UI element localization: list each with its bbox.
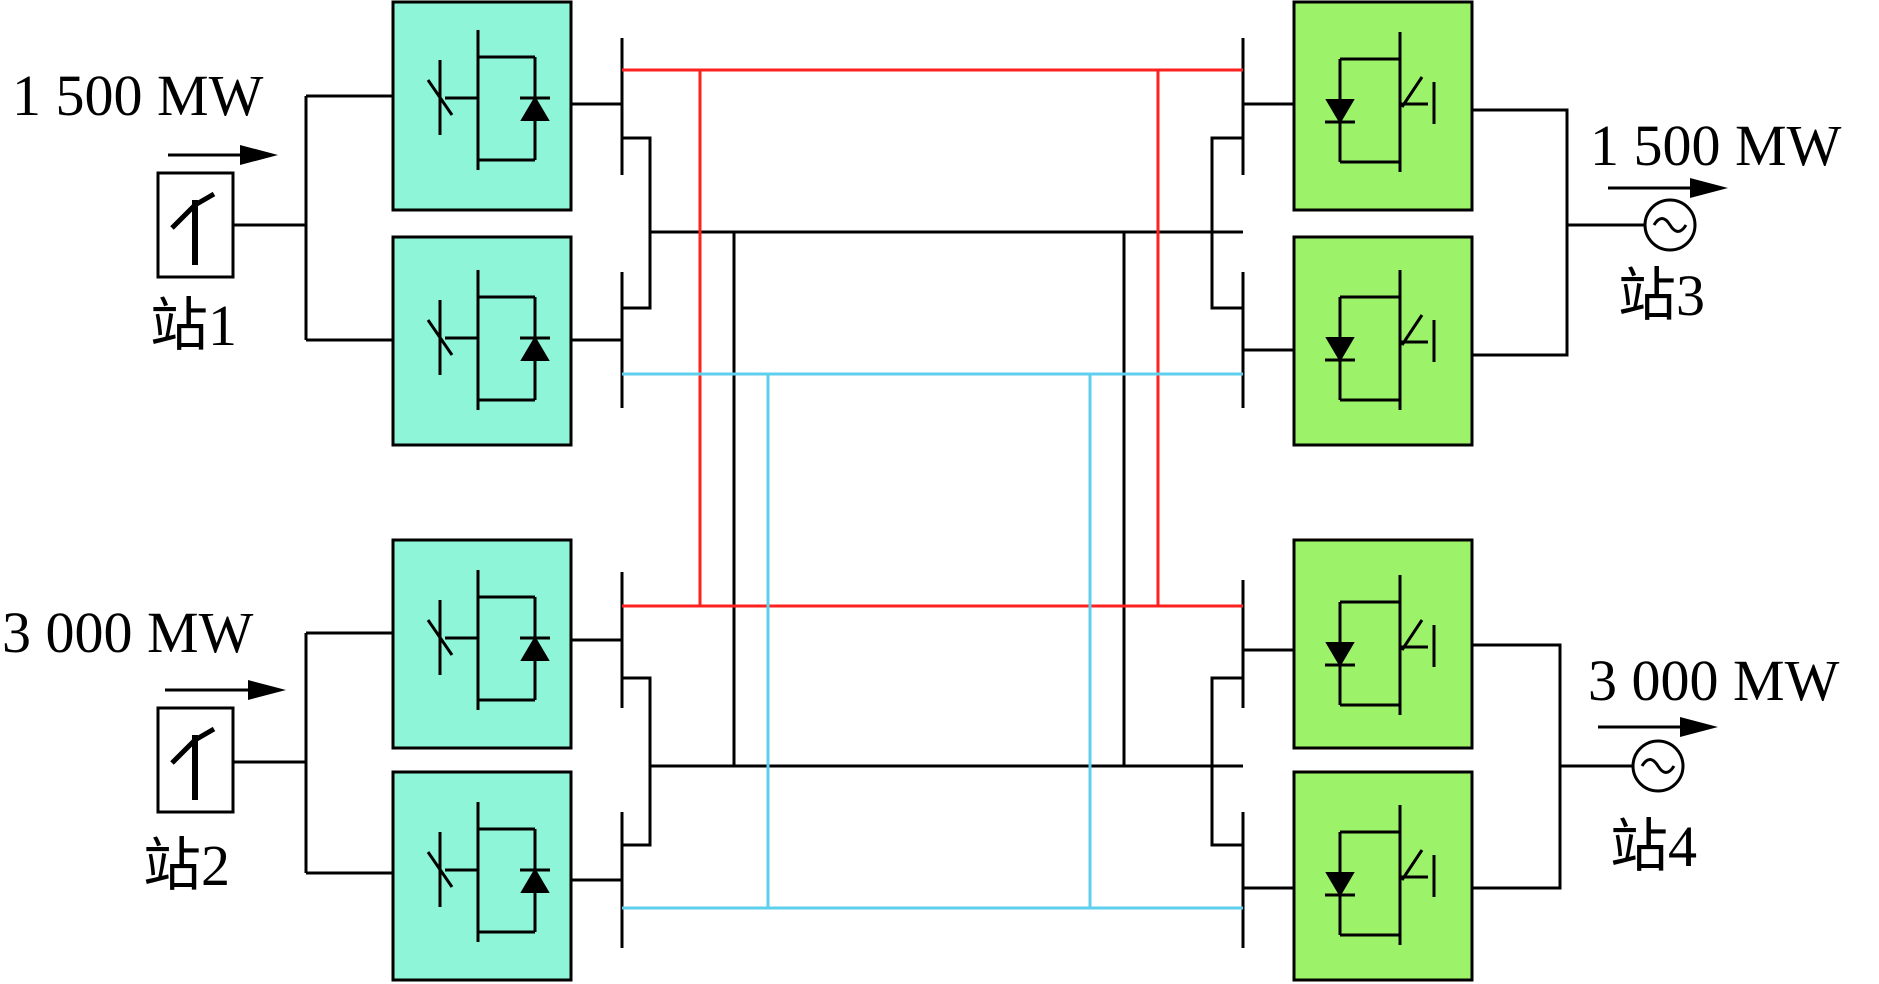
station2-flow-arrow [165, 680, 286, 700]
station3-label: 站3 [1618, 263, 1705, 328]
station4-power-label: 3 000 MW [1588, 648, 1840, 713]
station2-group: 3 000 MW 站2 [2, 538, 734, 982]
dc-bus-black [650, 230, 1212, 768]
station4-group: 3 000 MW 站4 [1210, 538, 1840, 982]
converter-2b [391, 770, 573, 982]
converter-4a [1292, 538, 1474, 750]
station2-power-label: 3 000 MW [2, 600, 254, 665]
station1-label: 站1 [150, 293, 237, 358]
ac-source-icon [1643, 198, 1697, 252]
station1-power-label: 1 500 MW [12, 63, 264, 128]
station4-label: 站4 [1610, 814, 1697, 879]
station1-group: 1 500 MW 站1 [12, 0, 734, 447]
converter-1b [391, 235, 573, 447]
converter-3b [1292, 235, 1474, 447]
wind-turbine-icon [156, 706, 235, 814]
station4-flow-arrow [1598, 717, 1718, 737]
station3-flow-arrow [1608, 178, 1728, 198]
converter-1a [391, 0, 573, 212]
wind-turbine-icon [156, 171, 235, 279]
dc-bus-blue [622, 372, 1243, 910]
station3-power-label: 1 500 MW [1590, 113, 1842, 178]
ac-source-icon [1631, 739, 1685, 793]
station3-group: 1 500 MW 站3 [1210, 0, 1842, 447]
converter-3a [1292, 0, 1474, 212]
converter-2a [391, 538, 573, 750]
dc-bus-red [622, 68, 1243, 608]
station2-label: 站2 [143, 833, 230, 898]
station1-flow-arrow [168, 145, 278, 165]
converter-4b [1292, 770, 1474, 982]
